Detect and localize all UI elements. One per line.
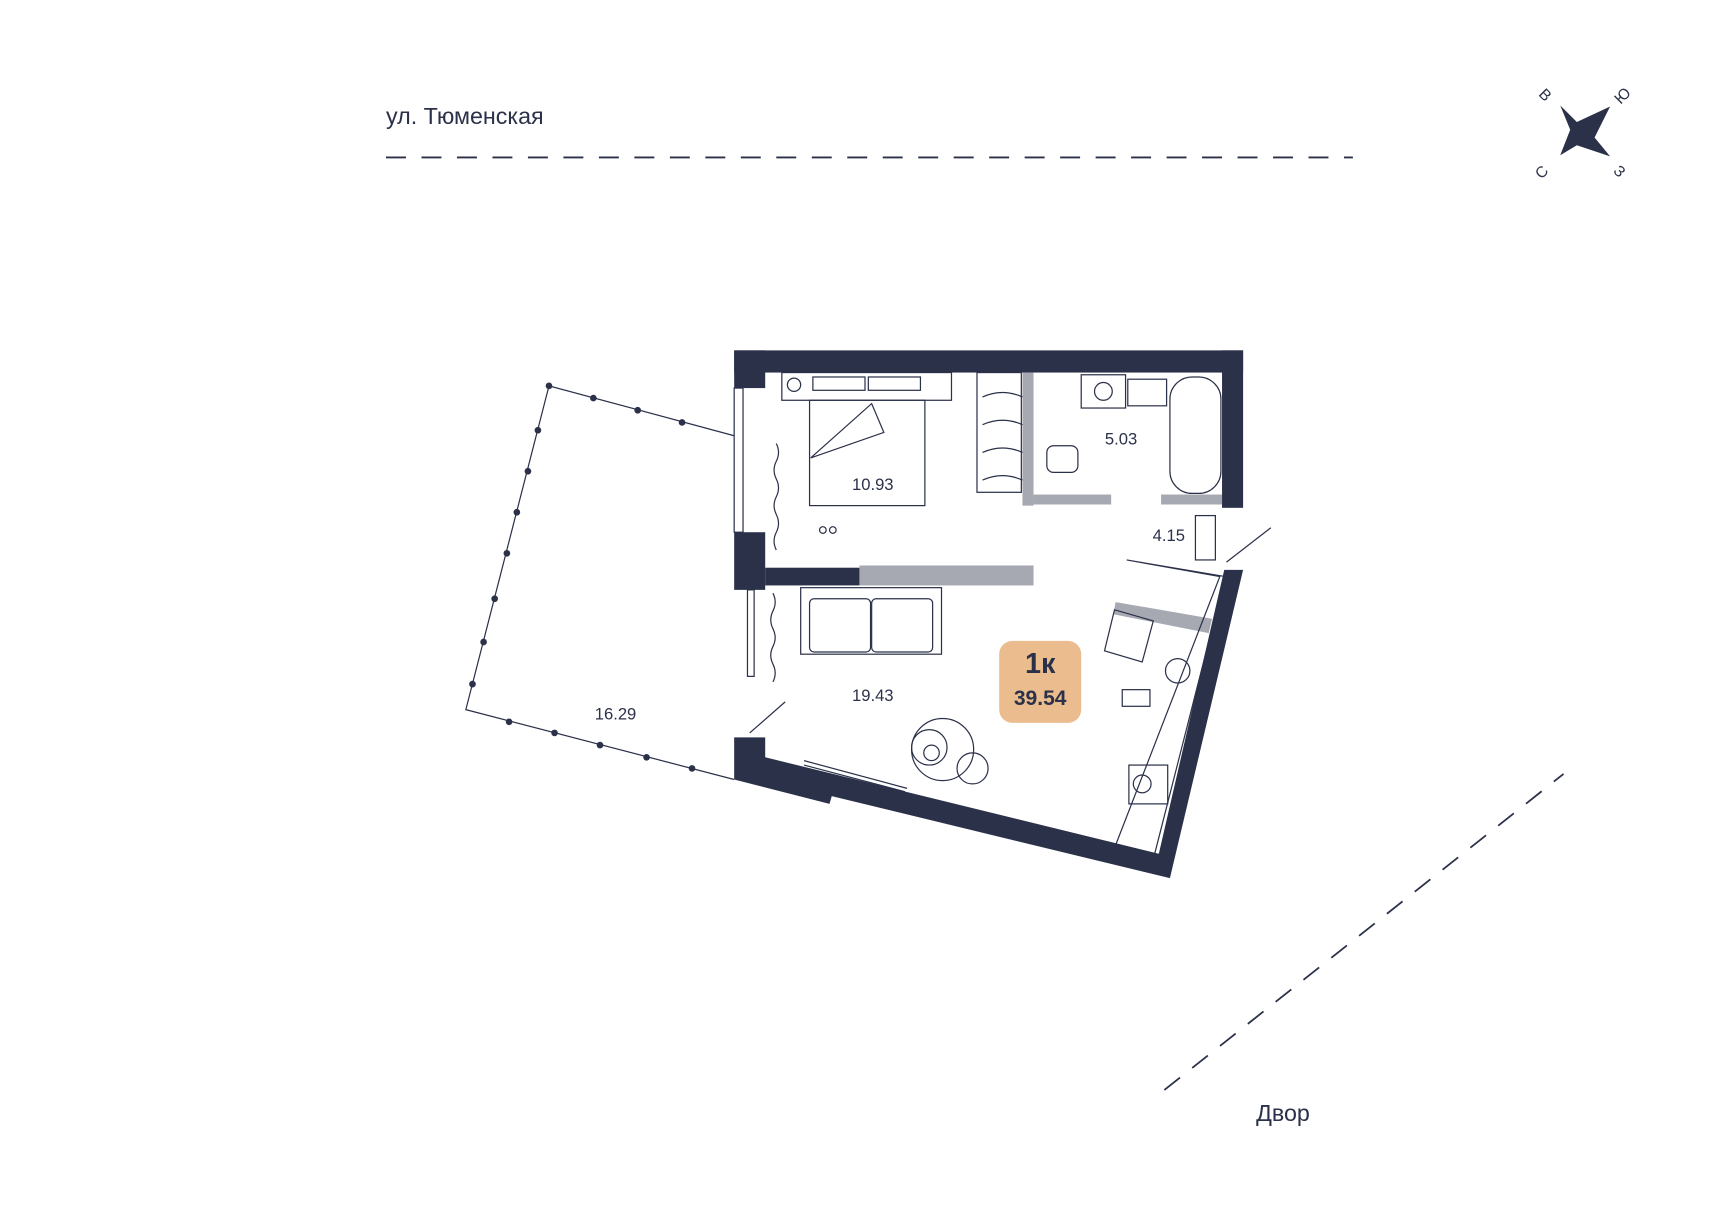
walls — [734, 350, 1244, 879]
yard-label: Двор — [1256, 1100, 1310, 1126]
svg-text:С: С — [1532, 163, 1552, 183]
svg-text:З: З — [1610, 162, 1629, 181]
bathroom-area: 5.03 — [1105, 430, 1137, 449]
terrace — [465, 382, 735, 781]
slippers-icon — [818, 526, 837, 534]
bedroom-area: 10.93 — [852, 475, 894, 494]
bathroom-fixtures — [1046, 374, 1222, 561]
apartment-badge: 1к 39.54 — [999, 640, 1082, 723]
curtain — [770, 443, 780, 683]
dining-table — [910, 717, 989, 785]
total-area: 39.54 — [1014, 687, 1067, 710]
sofa — [800, 587, 943, 655]
terrace-area: 16.29 — [595, 705, 637, 724]
hallway-area: 4.15 — [1153, 526, 1185, 545]
living-kitchen-area: 19.43 — [852, 686, 894, 705]
room-count: 1к — [1025, 648, 1056, 680]
svg-text:В: В — [1535, 86, 1554, 105]
bed — [781, 371, 953, 507]
svg-text:Ю: Ю — [1611, 85, 1634, 108]
wardrobe — [976, 371, 1023, 493]
compass-icon: В Ю С З — [1532, 85, 1634, 183]
yard-dashed-line — [1163, 773, 1565, 1091]
doors — [749, 527, 1272, 734]
street-label: ул. Тюменская — [386, 103, 544, 129]
windows — [733, 387, 908, 793]
kitchen-unit — [1103, 559, 1227, 860]
